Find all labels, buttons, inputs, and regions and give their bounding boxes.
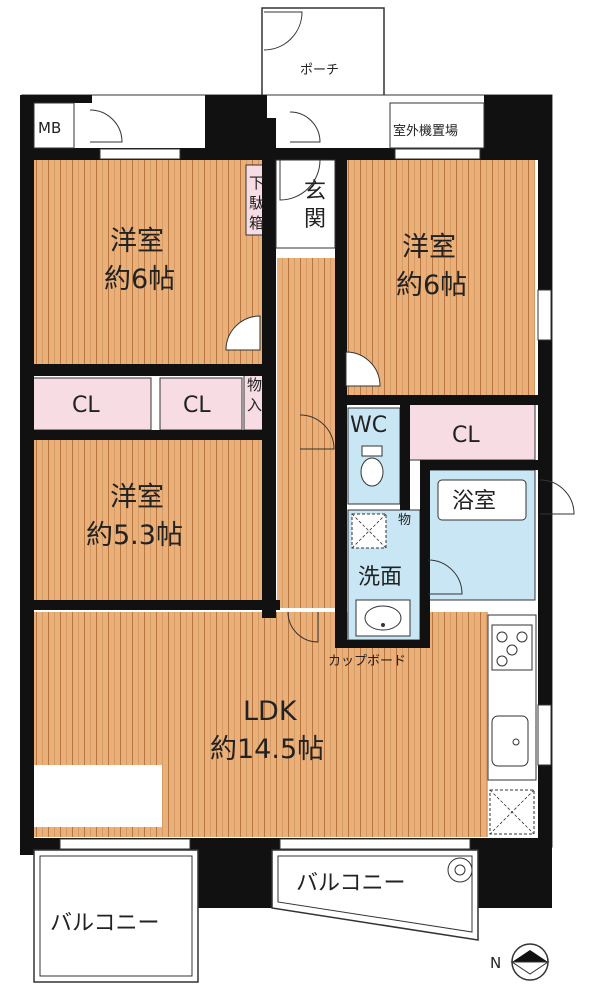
north-arrow-icon: N [490, 943, 550, 981]
ldk-name: LDK [243, 696, 298, 727]
blank-box [34, 765, 162, 827]
bedroom-nw-size: 約6帖 [104, 264, 175, 295]
cupboard-label: カップボード [328, 654, 406, 669]
outdoor-unit-label: 室外機置場 [393, 123, 458, 139]
closet-2-label: CL [183, 393, 211, 418]
bedroom-ne-name: 洋室 [402, 232, 456, 263]
balcony-left [33, 849, 199, 983]
entrance-area [275, 159, 336, 249]
bedroom-nw-floor [33, 160, 265, 368]
closet-3-label: CL [452, 423, 480, 448]
shoe-box-label-2: 駄 [249, 194, 264, 212]
balcony-left-label: バルコニー [50, 911, 160, 936]
washroom-label: 洗面 [358, 565, 402, 590]
bedroom-ne-floor [345, 160, 535, 398]
closet-1-label: CL [72, 393, 100, 418]
entrance-label-1: 玄 [304, 179, 326, 204]
bath-label: 浴室 [452, 489, 496, 514]
closet-2 [159, 377, 243, 431]
storage-label-bottom: 入 [247, 396, 262, 414]
sink-icon [355, 599, 411, 637]
storage-label-top: 物 [247, 376, 262, 394]
windows [59, 148, 552, 850]
entrance-label-2: 関 [304, 207, 326, 232]
shoe-box-label-3: 箱 [249, 214, 264, 232]
washer-pan-icon [351, 513, 387, 549]
kitchen-counter [487, 614, 537, 781]
bedroom-nw-name: 洋室 [110, 226, 164, 257]
wc-label: WC [350, 413, 387, 438]
bedroom-w-name: 洋室 [110, 482, 164, 513]
floor-hatch-icon [489, 789, 535, 835]
hallway-floor [277, 258, 337, 608]
balcony-right-label: バルコニー [296, 871, 406, 896]
shoe-box-label-1: 下 [249, 174, 264, 192]
storage-small-label: 物 [398, 513, 411, 528]
balcony-right [271, 849, 479, 941]
mb-label: MB [38, 119, 61, 137]
toilet-icon [360, 445, 384, 487]
bedroom-w-floor [33, 440, 265, 603]
ldk-size: 約14.5帖 [210, 734, 324, 765]
north-label: N [490, 954, 501, 972]
closet-1 [32, 377, 152, 431]
doors [89, 109, 575, 643]
porch-label: ポーチ [300, 63, 339, 78]
bedroom-w-size: 約5.3帖 [86, 520, 183, 551]
bedroom-ne-size: 約6帖 [396, 270, 467, 301]
